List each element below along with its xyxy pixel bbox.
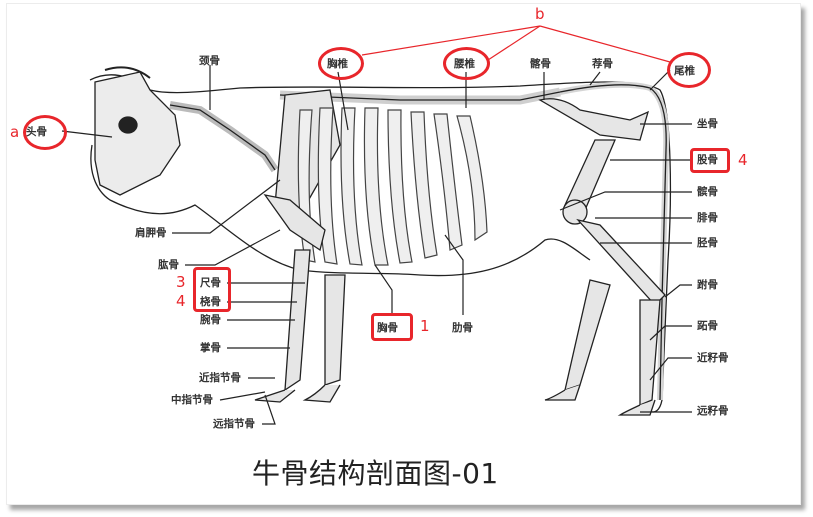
label-fibula: 腓骨 xyxy=(697,212,718,224)
label-ilium: 髂骨 xyxy=(530,58,551,70)
label-patella: 髌骨 xyxy=(697,186,718,198)
highlight-box-ulna-radius xyxy=(193,267,231,312)
highlight-ring-skull xyxy=(23,115,67,150)
annotation-b: b xyxy=(535,5,545,23)
label-carpal: 腕骨 xyxy=(200,314,221,326)
label-ischium: 坐骨 xyxy=(697,118,718,130)
diagram-title: 牛骨结构剖面图-01 xyxy=(252,457,499,490)
highlight-box-sternum xyxy=(371,313,413,341)
label-ulna: 尺骨 xyxy=(200,277,221,289)
label-sternum: 胸骨 xyxy=(377,322,398,334)
highlight-box-femur xyxy=(690,148,730,173)
label-distal-phalanx: 远指节骨 xyxy=(213,418,255,430)
annotation-radius-number: 4 xyxy=(176,292,186,310)
annotation-sternum-number: 1 xyxy=(420,317,430,335)
label-femur: 股骨 xyxy=(697,154,718,166)
label-sacrum: 荐骨 xyxy=(592,58,613,70)
annotation-a: a xyxy=(10,123,20,141)
label-metatarsal: 跖骨 xyxy=(697,320,718,332)
annotation-ulna-number: 3 xyxy=(176,273,186,291)
label-tarsal: 跗骨 xyxy=(697,279,718,291)
label-scapula: 肩胛骨 xyxy=(135,227,167,239)
label-metacarpal: 掌骨 xyxy=(200,342,221,354)
highlight-ring-lumbar-vertebra xyxy=(443,47,490,80)
label-humerus: 肱骨 xyxy=(158,259,179,271)
label-cervical: 颈骨 xyxy=(199,55,220,67)
label-radius: 桡骨 xyxy=(200,296,221,308)
annotation-femur-number: 4 xyxy=(738,151,748,169)
highlight-ring-caudal-vertebra xyxy=(667,52,711,88)
label-rib: 肋骨 xyxy=(452,322,473,334)
label-proximal-phalanx: 近指节骨 xyxy=(199,372,241,384)
label-tibia: 胫骨 xyxy=(697,237,718,249)
label-proximal-sesamoid: 近籽骨 xyxy=(697,352,729,364)
highlight-ring-thoracic-vertebra xyxy=(318,47,364,80)
label-distal-sesamoid: 远籽骨 xyxy=(697,405,729,417)
label-middle-phalanx: 中指节骨 xyxy=(171,394,213,406)
